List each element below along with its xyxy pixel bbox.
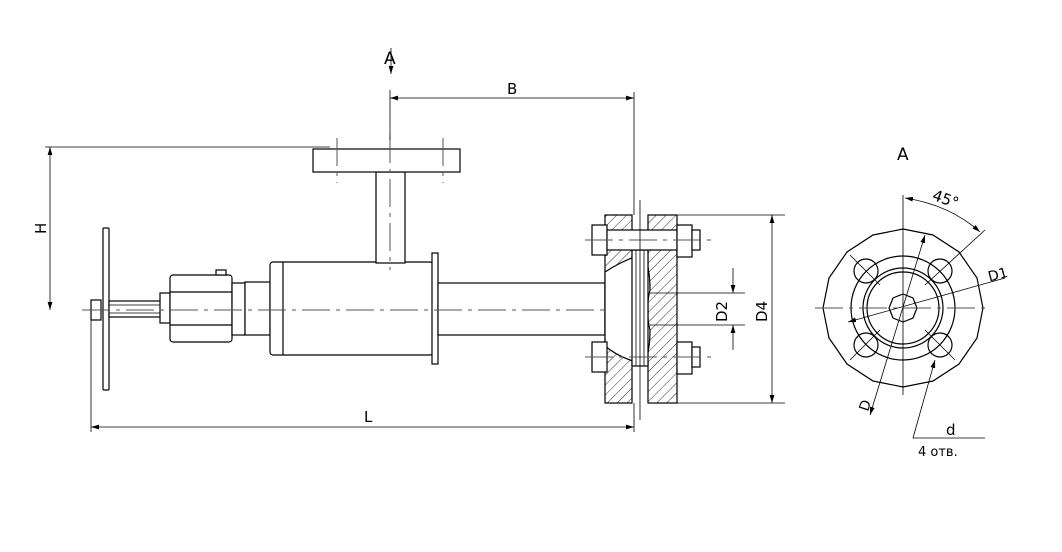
dimension-h: H (32, 146, 330, 310)
bolt-hole (927, 258, 953, 284)
bolt-top (585, 224, 715, 258)
sight-glass-assembly (585, 200, 715, 420)
view-a-label: A (897, 145, 909, 165)
handwheel (102, 227, 110, 391)
hole-count-label: 4 отв. (918, 445, 958, 460)
dimension-d4: D4 (677, 214, 785, 404)
section-marker-label: A (384, 49, 396, 69)
dim-hole-label: d (946, 421, 956, 439)
bolt-bottom (585, 341, 715, 375)
bonnet (169, 274, 233, 343)
dim-d1-label: D1 (986, 265, 1009, 286)
neck (231, 282, 246, 336)
dim-d-label: D (857, 398, 876, 413)
dimension-l: L (90, 320, 635, 432)
dim-angle-label: 45° (930, 186, 961, 212)
dim-b-label: B (507, 80, 517, 98)
valve-side-view (82, 135, 640, 391)
bonnet-plug (215, 269, 227, 276)
neck-2 (244, 281, 271, 336)
dim-l-label: L (364, 408, 373, 426)
stem (108, 300, 162, 318)
view-a: A 45° D1 D d 4 отв. (815, 145, 1010, 460)
body-flange (431, 252, 439, 365)
gland-nut (159, 292, 171, 324)
dim-d2-label: D2 (713, 301, 731, 322)
branch-flange (312, 148, 461, 173)
dimension-b: B (389, 80, 635, 215)
dimension-d2: D2 (650, 268, 745, 350)
dim-h-label: H (32, 223, 50, 234)
section-marker-a: A (384, 48, 396, 74)
valve-body (269, 261, 434, 356)
bolt-hole (927, 332, 953, 358)
outlet-pipe (437, 282, 606, 336)
dim-d4-label: D4 (753, 301, 771, 322)
